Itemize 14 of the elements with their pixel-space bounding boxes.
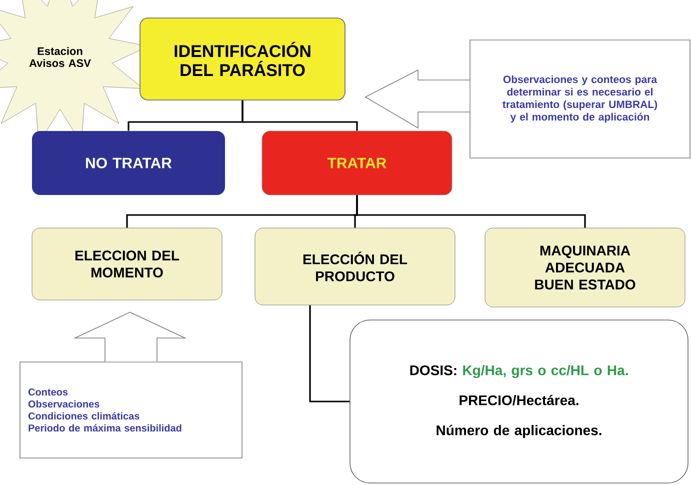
step-box: ELECCIÓN DEL PRODUCTO [254, 228, 456, 306]
step-box: MAQUINARIA ADECUADA BUEN ESTADO [484, 228, 686, 308]
title-box: IDENTIFICACIÓN DEL PARÁSITO [140, 18, 346, 100]
connector-line [309, 305, 350, 402]
info-box: DOSIS: Kg/Ha, grs o cc/HL o Ha. PRECIO/Hectárea. Número de aplicaciones. [350, 320, 688, 484]
decision-box: NO TRATAR [32, 131, 225, 195]
connector-line [242, 100, 358, 131]
step-box: ELECCION DEL MOMENTO [32, 228, 222, 300]
block-arrow [73, 312, 187, 362]
connector-line [356, 195, 586, 228]
callout-box: Observaciones y conteos para determinar si es necesario el tratamiento (superar UMBRAL) y el momento de aplicación [470, 40, 690, 158]
block-arrow [364, 69, 470, 129]
decision-box: TRATAR [262, 130, 452, 196]
callout-box: Conteos Observaciones Condiciones climáticas Periodo de máxima sensibilidad [20, 362, 242, 458]
